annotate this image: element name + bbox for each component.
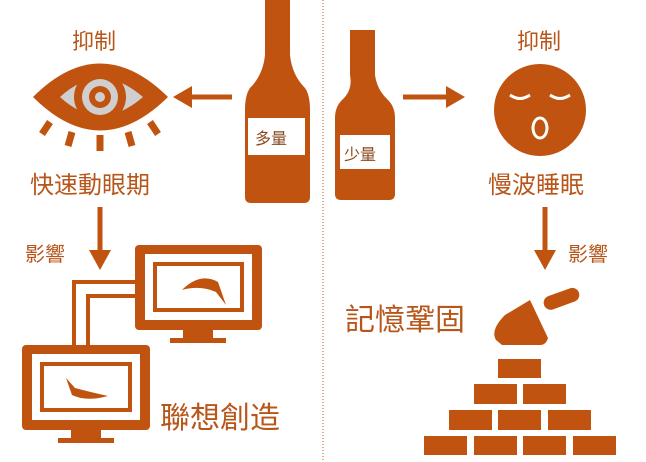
small-bottle-label-bg (340, 135, 390, 169)
creative-association-label: 聯想創造 (160, 401, 280, 436)
small-bottle-icon (335, 30, 395, 200)
left-suppress-label: 抑制 (72, 30, 117, 55)
monitor-back-icon (135, 245, 262, 343)
bricks-icon (424, 359, 616, 455)
large-amount-label: 多量 (255, 129, 288, 148)
large-bottle-label-bg (248, 118, 305, 155)
monitor-connector (72, 280, 135, 345)
sleeping-face-icon (494, 64, 586, 156)
right-influence-label: 影響 (568, 242, 608, 266)
eye-icon (33, 63, 168, 151)
rem-sleep-label: 快速動眼期 (30, 171, 150, 199)
slow-wave-sleep-label: 慢波睡眠 (488, 171, 584, 199)
monitor-front-icon (22, 345, 150, 443)
fish-icon (182, 278, 226, 305)
trowel-icon (494, 287, 580, 345)
large-bottle-icon (245, 0, 310, 203)
fish-icon (66, 378, 108, 399)
small-amount-label: 少量 (344, 145, 377, 164)
right-suppress-label: 抑制 (517, 30, 562, 55)
left-influence-label: 影響 (25, 242, 65, 266)
memory-consolidation-label: 記憶鞏固 (345, 303, 465, 338)
